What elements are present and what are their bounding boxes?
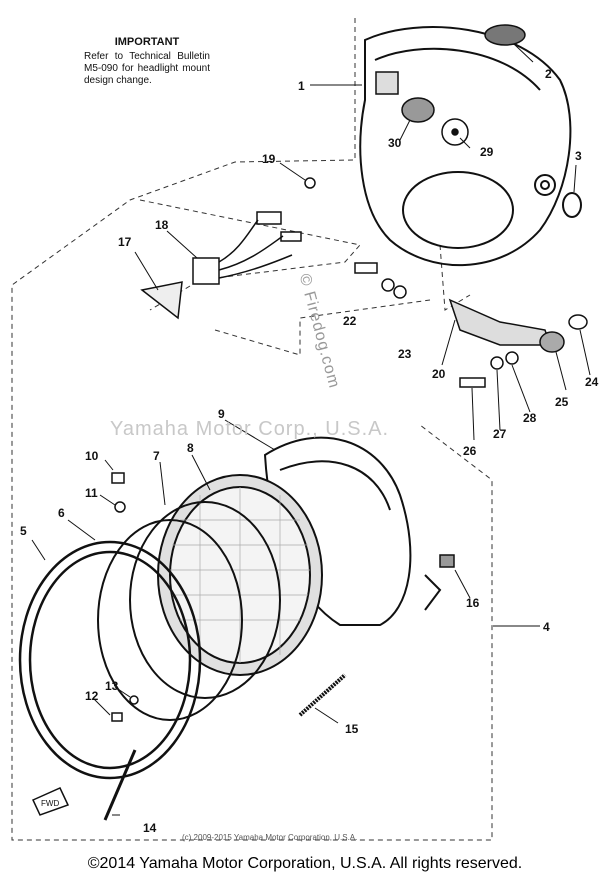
adjusting-screw — [103, 749, 137, 821]
mount-bracket — [354, 262, 588, 388]
callout-16: 16 — [466, 596, 480, 610]
screw-16 — [439, 554, 455, 568]
callout-28: 28 — [523, 411, 537, 425]
callout-1: 1 — [298, 79, 305, 93]
callout-26: 26 — [463, 444, 477, 458]
outer-rim — [18, 540, 202, 780]
callout-27: 27 — [493, 427, 507, 441]
note-title: IMPORTANT — [114, 36, 180, 48]
copyright-notice: ©2014 Yamaha Motor Corporation, U.S.A. A… — [87, 855, 523, 872]
callout-20: 20 — [432, 367, 446, 381]
grommet — [484, 24, 526, 46]
assembly-boundary — [11, 18, 493, 841]
spring — [298, 673, 347, 717]
callout-19: 19 — [262, 152, 276, 166]
callout-18: 18 — [155, 218, 169, 232]
sealed-beam-unit — [157, 474, 323, 676]
callout-29: 29 — [480, 145, 494, 159]
callout-4: 4 — [543, 620, 550, 634]
small-copyright: (c) 2009-2015 Yamaha Motor Corporation, … — [182, 833, 358, 842]
callout-11: 11 — [85, 486, 98, 500]
fwd-arrow-icon: FWD — [31, 787, 70, 816]
callout-8: 8 — [187, 441, 194, 455]
callout-30: 30 — [388, 136, 402, 150]
callout-labels: 1234567891011121314151617181920222324252… — [20, 67, 599, 835]
inner-ring — [129, 501, 281, 699]
callout-3: 3 — [575, 149, 582, 163]
wiring-harness — [140, 211, 302, 320]
small-screws — [111, 472, 139, 722]
callout-15: 15 — [345, 722, 359, 736]
callout-25: 25 — [555, 395, 569, 409]
callout-13: 13 — [105, 679, 119, 693]
callout-24: 24 — [585, 375, 599, 389]
important-note: IMPORTANT Refer to Technical Bulletin M5… — [84, 36, 210, 87]
socket-connector — [375, 71, 469, 146]
callout-7: 7 — [153, 449, 160, 463]
leader-lines — [31, 44, 591, 816]
callout-17: 17 — [118, 235, 132, 249]
callout-14: 14 — [143, 821, 157, 835]
callout-2: 2 — [545, 67, 552, 81]
washer-3 — [562, 192, 582, 218]
callout-9: 9 — [218, 407, 225, 421]
fwd-label: FWD — [41, 799, 59, 808]
bolt-19 — [304, 177, 316, 189]
callout-10: 10 — [85, 449, 99, 463]
callout-23: 23 — [398, 347, 412, 361]
retaining-ring — [97, 519, 243, 721]
callout-6: 6 — [58, 506, 65, 520]
callout-22: 22 — [343, 314, 357, 328]
callout-5: 5 — [20, 524, 27, 538]
note-body: Refer to Technical Bulletin M5-090 for h… — [84, 51, 210, 86]
callout-12: 12 — [85, 689, 99, 703]
